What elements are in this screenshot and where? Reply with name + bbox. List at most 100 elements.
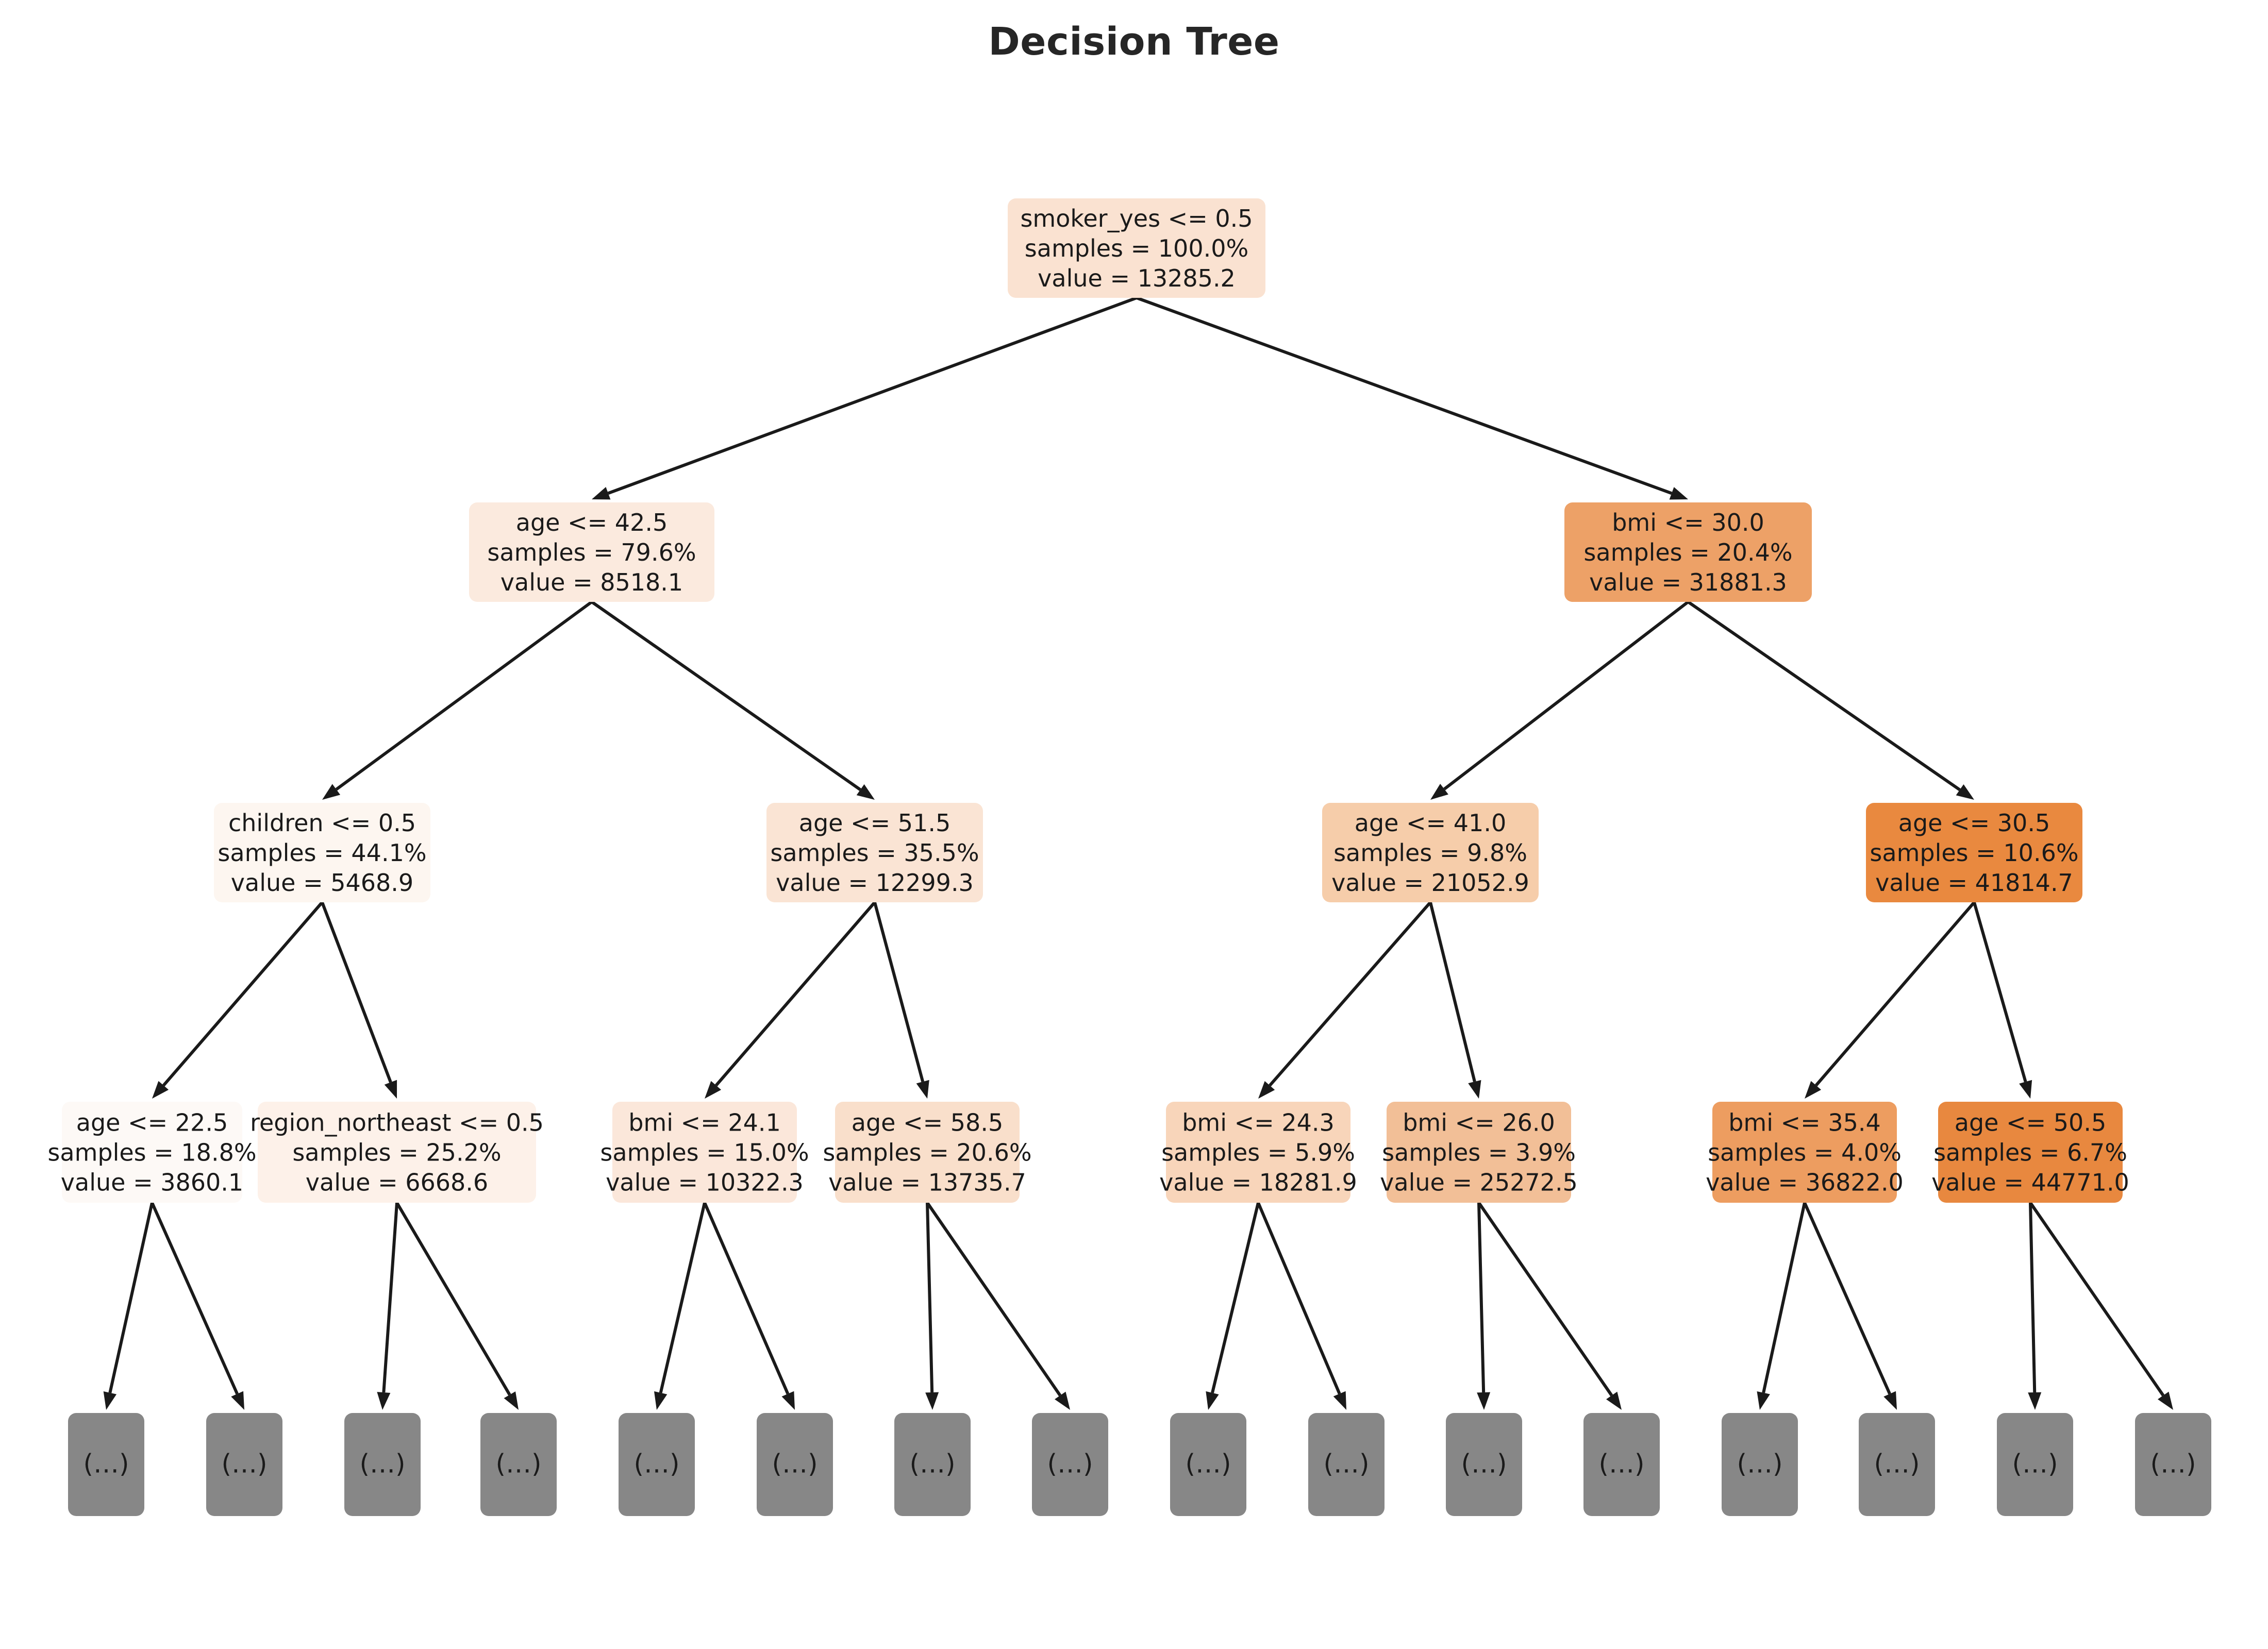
node-condition: bmi <= 30.0 [1612, 509, 1764, 536]
node-value: value = 3860.1 [61, 1169, 243, 1197]
node-box [757, 1413, 833, 1516]
node-samples: samples = 10.6% [1870, 839, 2078, 867]
node-value: value = 44771.0 [1931, 1169, 2129, 1197]
tree-edge [1477, 1202, 1622, 1410]
node-condition: bmi <= 26.0 [1403, 1109, 1555, 1137]
tree-edge [377, 1202, 398, 1410]
tree-leaf-node[interactable]: (…) [480, 1413, 557, 1516]
node-condition: age <= 58.5 [852, 1109, 1003, 1137]
tree-edge [1136, 296, 1688, 500]
node-condition: smoker_yes <= 0.5 [1020, 205, 1253, 232]
node-condition: children <= 0.5 [228, 809, 416, 837]
node-box [344, 1413, 421, 1516]
leaf-label: (…) [909, 1449, 955, 1479]
leaf-label: (…) [2150, 1449, 2196, 1479]
tree-edge [873, 902, 929, 1099]
node-box [1032, 1413, 1108, 1516]
tree-leaf-node[interactable]: (…) [1032, 1413, 1108, 1516]
tree-leaf-node[interactable]: (…) [1446, 1413, 1522, 1516]
node-box [1712, 1102, 1897, 1203]
node-value: value = 12299.3 [776, 869, 974, 897]
node-condition: age <= 22.5 [76, 1109, 228, 1137]
tree-edge [925, 1202, 939, 1410]
tree-leaf-node[interactable]: (…) [619, 1413, 695, 1516]
leaf-label: (…) [495, 1449, 541, 1479]
tree-leaf-node[interactable]: (…) [68, 1413, 144, 1516]
tree-edge [1757, 1202, 1806, 1410]
node-condition: age <= 30.5 [1898, 809, 2050, 837]
edges-layer [103, 296, 2173, 1410]
tree-edge [2029, 1202, 2173, 1410]
tree-leaf-node[interactable]: (…) [1308, 1413, 1385, 1516]
node-box [1170, 1413, 1246, 1516]
tree-leaf-node[interactable]: (…) [1722, 1413, 1798, 1516]
tree-leaf-node[interactable]: (…) [1583, 1413, 1660, 1516]
node-samples: samples = 20.4% [1583, 539, 1792, 566]
node-value: value = 13285.2 [1038, 264, 1236, 292]
tree-edge [1429, 902, 1481, 1099]
node-samples: samples = 9.8% [1333, 839, 1527, 867]
node-samples: samples = 3.9% [1382, 1139, 1576, 1167]
node-condition: age <= 42.5 [516, 509, 668, 536]
tree-edge [1805, 901, 1976, 1099]
page-title: Decision Tree [988, 20, 1280, 64]
tree-leaf-node[interactable]: (…) [894, 1413, 971, 1516]
tree-leaf-node[interactable]: (…) [1170, 1413, 1246, 1516]
node-box [835, 1102, 1020, 1203]
node-box [480, 1413, 557, 1516]
node-box [1583, 1413, 1660, 1516]
tree-edge [703, 1202, 795, 1410]
tree-edge [591, 600, 875, 800]
node-value: value = 41814.7 [1875, 869, 2073, 897]
tree-edge [654, 1202, 706, 1410]
tree-leaf-node[interactable]: (…) [206, 1413, 282, 1516]
tree-leaf-node[interactable]: (…) [2135, 1413, 2211, 1516]
node-condition: age <= 50.5 [1955, 1109, 2106, 1137]
tree-leaf-node[interactable]: (…) [757, 1413, 833, 1516]
tree-leaf-node[interactable]: (…) [1997, 1413, 2073, 1516]
node-value: value = 18281.9 [1159, 1169, 1357, 1197]
tree-edge [592, 296, 1138, 500]
node-value: value = 36822.0 [1706, 1169, 1904, 1197]
node-value: value = 31881.3 [1589, 568, 1787, 596]
tree-edge [1477, 1202, 1491, 1410]
node-box [1308, 1413, 1385, 1516]
tree-decision-node[interactable]: bmi <= 30.0 samples = 20.4%value = 31881.… [1564, 502, 1812, 602]
node-box [612, 1102, 797, 1203]
node-box [1722, 1413, 1798, 1516]
node-condition: bmi <= 24.1 [628, 1109, 781, 1137]
node-value: value = 21052.9 [1331, 869, 1529, 897]
tree-edge [1430, 600, 1689, 800]
node-box [1166, 1102, 1350, 1203]
leaf-label: (…) [1461, 1449, 1507, 1479]
node-box [894, 1413, 971, 1516]
node-value: value = 10322.3 [606, 1169, 804, 1197]
tree-edge [1258, 901, 1432, 1099]
node-value: value = 8518.1 [501, 568, 683, 596]
node-samples: samples = 5.9% [1161, 1139, 1355, 1167]
node-value: value = 5468.9 [231, 869, 413, 897]
node-box [469, 502, 714, 602]
node-samples: samples = 15.0% [600, 1139, 809, 1167]
tree-leaf-node[interactable]: (…) [1859, 1413, 1935, 1516]
node-box [206, 1413, 282, 1516]
tree-leaf-node[interactable]: (…) [344, 1413, 421, 1516]
node-condition: bmi <= 35.4 [1728, 1109, 1881, 1137]
leaf-label: (…) [1737, 1449, 1782, 1479]
node-box [1859, 1413, 1935, 1516]
